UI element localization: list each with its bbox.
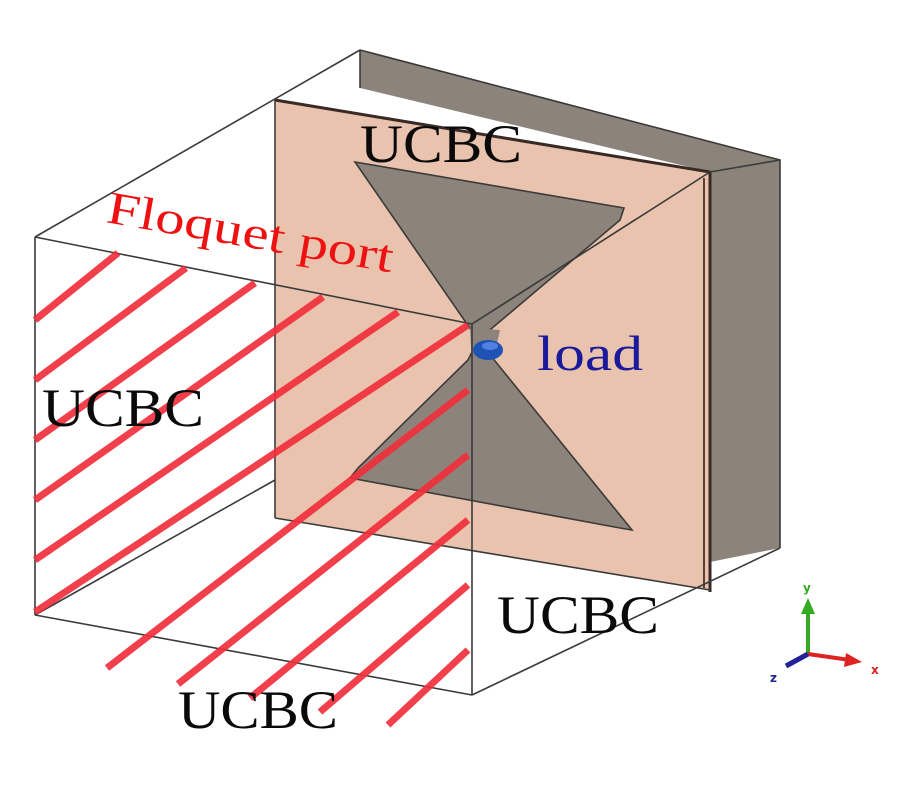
y-axis-arrow <box>801 598 815 654</box>
label-bottom-ucbc: UCBC <box>178 680 338 740</box>
port-stripe <box>317 582 471 715</box>
port-stripe <box>32 265 189 383</box>
air-box-wireframe <box>34 49 781 696</box>
port-stripe <box>33 322 470 615</box>
port-stripe <box>33 309 400 563</box>
port-stripe <box>104 387 471 671</box>
port-stripe <box>32 280 258 443</box>
port-stripe <box>385 647 471 728</box>
y-axis-label: y <box>803 581 811 595</box>
floquet-port-stripes <box>32 250 471 728</box>
ground-plane <box>359 49 781 562</box>
axis-triad: y x z <box>770 581 879 685</box>
load-marker <box>473 340 503 360</box>
x-axis-arrow <box>807 652 862 667</box>
label-top-ucbc: UCBC <box>360 114 522 174</box>
bowtie-upper-arm <box>353 160 626 342</box>
port-stripe <box>175 452 471 687</box>
label-load: load <box>537 325 643 381</box>
z-axis-label: z <box>770 671 777 685</box>
z-axis-arrow <box>784 651 810 669</box>
port-stripe <box>247 517 471 701</box>
label-left-ucbc: UCBC <box>42 378 204 438</box>
port-stripe <box>32 294 326 503</box>
port-stripe <box>32 250 121 323</box>
label-right-ucbc: UCBC <box>497 585 659 645</box>
x-axis-label: x <box>871 663 879 677</box>
